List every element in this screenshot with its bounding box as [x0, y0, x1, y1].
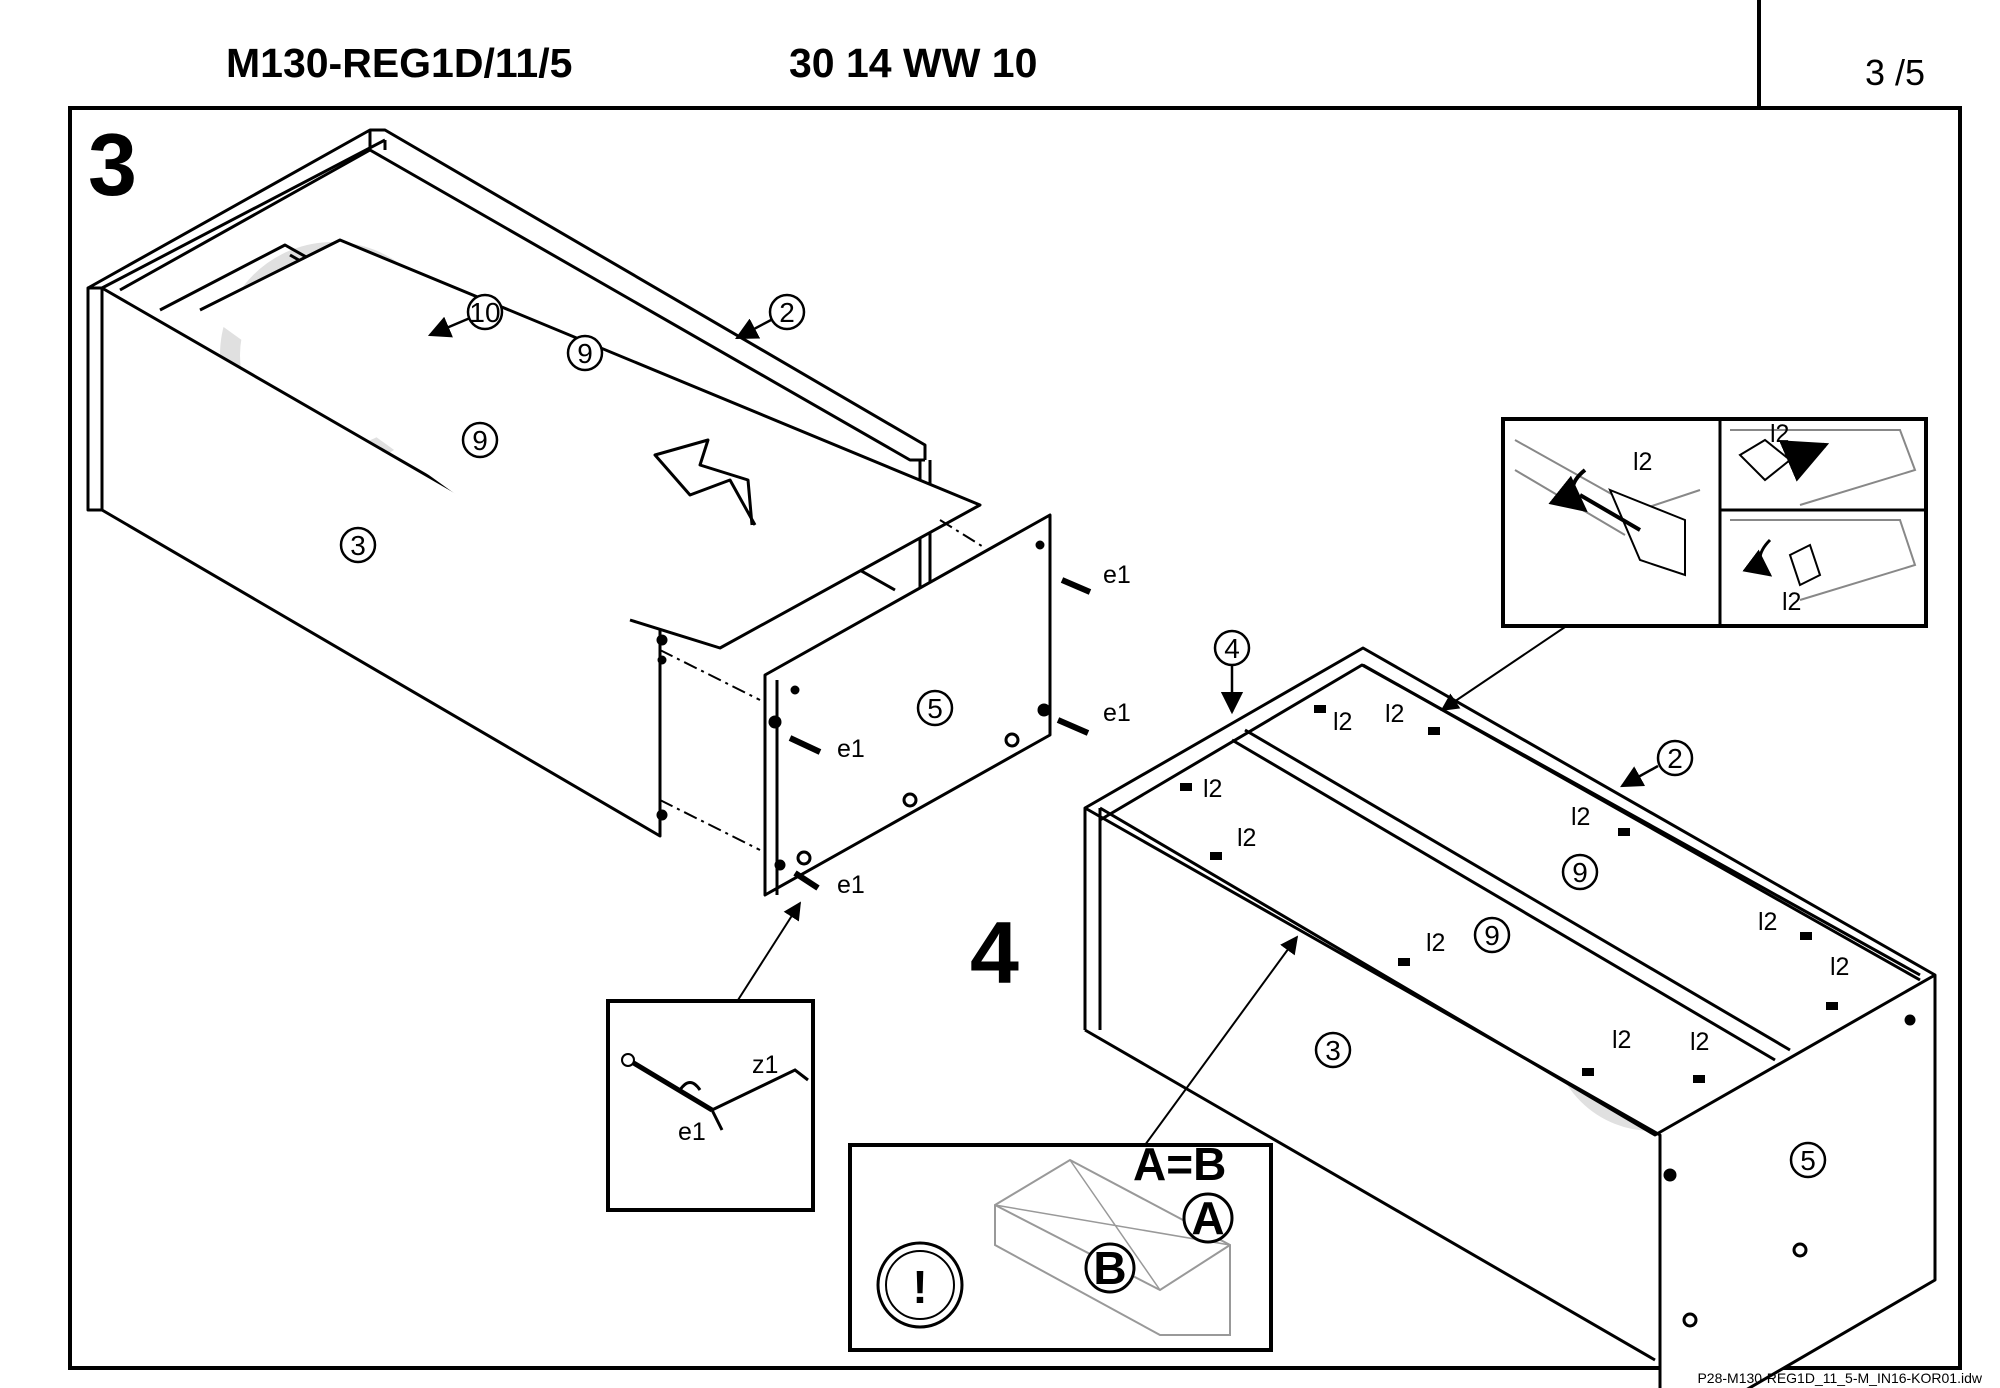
svg-text:9: 9 — [472, 425, 488, 456]
svg-text:9: 9 — [1484, 920, 1500, 951]
step4-part-4: 4 — [1213, 629, 1251, 715]
step4-part-5: 5 — [1789, 1141, 1827, 1179]
step4-label-l2: l2 — [1571, 803, 1590, 831]
step3-part-9b: 9 — [461, 421, 499, 459]
detail-square-a: A — [1191, 1192, 1224, 1244]
step3-screw-e1-mid — [1056, 717, 1090, 736]
step4-part-9a: 9 — [1561, 853, 1599, 891]
detail-square-box — [848, 1143, 1273, 1352]
detail-e1-box — [606, 999, 815, 1212]
step4-label-l2: l2 — [1385, 700, 1404, 728]
step4-part-3: 3 — [1314, 1031, 1352, 1069]
detail-square-b: B — [1093, 1242, 1126, 1294]
step3-part-5: 5 — [916, 689, 954, 727]
header-divider — [1757, 0, 1761, 106]
detail-l2-pointer — [1440, 626, 1566, 712]
product-code: 30 14 WW 10 — [789, 40, 1038, 86]
step4-part-9b: 9 — [1473, 916, 1511, 954]
detail-square-pointer — [1144, 935, 1299, 1146]
step3-screw-e1-left — [788, 735, 822, 755]
main-frame — [68, 106, 1962, 1370]
step4-connectors-l2 — [1180, 705, 1838, 1083]
step3-label-e1: e1 — [1103, 561, 1131, 589]
step3-label-e1: e1 — [1103, 699, 1131, 727]
step4-label-l2: l2 — [1333, 708, 1352, 736]
step-3-number: 3 — [88, 115, 137, 214]
detail-e1-tool-label: z1 — [752, 1051, 778, 1079]
detail-l2-box — [1501, 417, 1928, 628]
step4-label-l2: l2 — [1758, 908, 1777, 936]
detail-l2-label: l2 — [1770, 420, 1789, 448]
detail-square-rule: A=B — [1133, 1138, 1226, 1190]
step3-part-2: 2 — [735, 293, 806, 340]
page-number: 3 /5 — [1864, 52, 1925, 93]
step3-screw-e1-bottom — [793, 870, 820, 891]
detail-e1-screw-label: e1 — [678, 1118, 706, 1146]
step3-screw-e1-top — [1060, 577, 1092, 595]
step4-part-2: 2 — [1620, 739, 1694, 788]
step3-part-3: 3 — [339, 526, 377, 564]
svg-text:2: 2 — [1667, 743, 1683, 774]
model-code: M130-REG1D/11/5 — [226, 40, 573, 86]
step3-part-9a: 9 — [566, 334, 604, 372]
footer-reference: P28-M130-REG1D_11_5-M_IN16-KOR01.idw — [1697, 1370, 1982, 1386]
svg-text:9: 9 — [1572, 857, 1588, 888]
step4-label-l2: l2 — [1612, 1026, 1631, 1054]
svg-text:3: 3 — [1325, 1035, 1341, 1066]
detail-e1-pointer — [737, 901, 801, 1001]
step4-label-l2: l2 — [1690, 1028, 1709, 1056]
svg-text:9: 9 — [577, 338, 593, 369]
svg-text:4: 4 — [1224, 633, 1240, 664]
svg-text:3: 3 — [350, 530, 366, 561]
step4-label-l2: l2 — [1237, 824, 1256, 852]
warning-icon: ! — [912, 1261, 927, 1313]
step3-part-10: 10 — [427, 293, 504, 338]
detail-l2-label: l2 — [1782, 588, 1801, 616]
step3-label-e1: e1 — [837, 735, 865, 763]
step4-cabinet — [1083, 646, 1937, 1388]
svg-text:2: 2 — [779, 297, 795, 328]
step3-cabinet — [86, 128, 1052, 897]
step3-label-e1: e1 — [837, 871, 865, 899]
svg-text:5: 5 — [927, 693, 943, 724]
svg-text:10: 10 — [469, 297, 500, 328]
svg-text:5: 5 — [1800, 1145, 1816, 1176]
detail-l2-label: l2 — [1633, 448, 1652, 476]
step4-label-l2: l2 — [1426, 929, 1445, 957]
step4-label-l2: l2 — [1830, 953, 1849, 981]
step4-label-l2: l2 — [1203, 775, 1222, 803]
step-4-number: 4 — [970, 903, 1019, 1002]
